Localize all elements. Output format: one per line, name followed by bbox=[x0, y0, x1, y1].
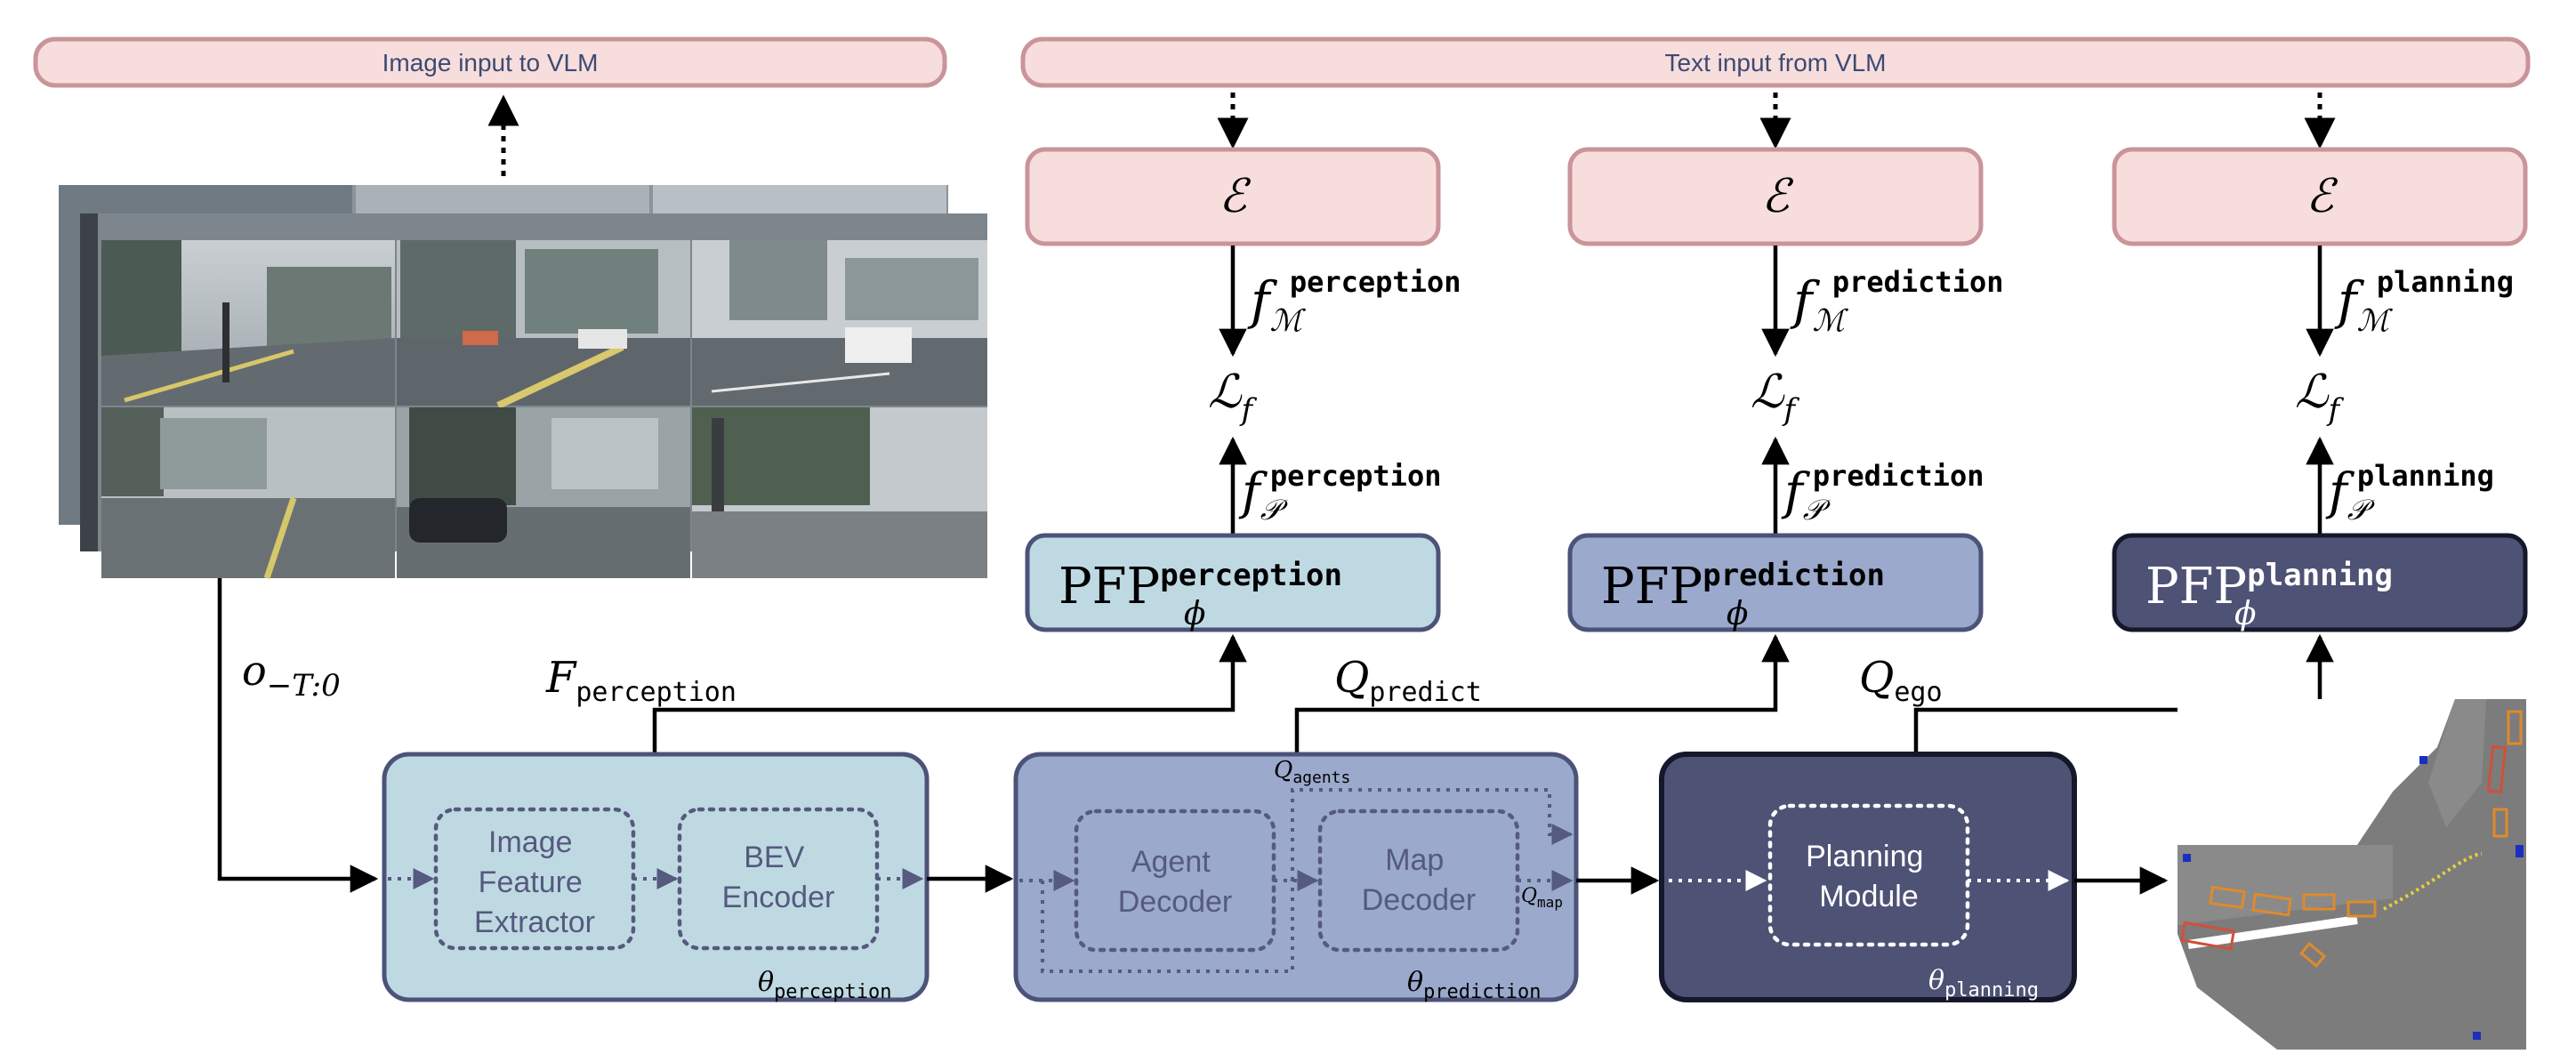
pfp-box bbox=[1025, 533, 1441, 632]
vlm-feature-label: fℳplanning bbox=[2334, 265, 2514, 339]
vlm-feature-label: fℳprediction bbox=[1790, 265, 2003, 339]
theta-prediction: θprediction bbox=[1407, 967, 1542, 1003]
planning-module: Planning Module θplanning bbox=[1659, 752, 2077, 1002]
bev-encoder-label: BEV Encoder bbox=[722, 841, 835, 914]
camera-images bbox=[59, 185, 987, 580]
image-input-label: Image input to VLM bbox=[382, 49, 599, 76]
observation-label: o−T:0 bbox=[242, 647, 341, 704]
encoder-symbol: ℰ bbox=[1761, 170, 1793, 223]
encoder-box bbox=[2112, 147, 2528, 246]
agent-decoder-label: Agent Decoder bbox=[1118, 845, 1233, 919]
camera-front bbox=[397, 240, 690, 409]
perception-module: Image Feature Extractor BEV Encoder θper… bbox=[382, 752, 930, 1003]
loss-label: ℒf bbox=[2295, 366, 2344, 428]
camera-back-left bbox=[101, 407, 395, 580]
prediction-module: Agent Decoder Map Decoder Qagents Qmap θ… bbox=[1013, 752, 1579, 1003]
query-label: Qpredict bbox=[1334, 653, 1482, 708]
encoder-box bbox=[1025, 147, 1441, 246]
camera-front-right bbox=[692, 240, 987, 406]
pfp-box bbox=[1567, 533, 1984, 632]
bev-map-output bbox=[2178, 699, 2526, 1050]
module-to-pfp-arrow bbox=[1294, 633, 1790, 754]
encoder-symbol: ℰ bbox=[2306, 170, 2338, 223]
theta-planning: θplanning bbox=[1928, 965, 2039, 1002]
module-to-pfp-arrow bbox=[652, 633, 1247, 754]
planning-inner-label: Planning Module bbox=[1806, 840, 1932, 913]
pfp-box bbox=[2112, 533, 2528, 632]
pfp-feature-label: f𝒫perception bbox=[1238, 459, 1441, 527]
encoder-symbol: ℰ bbox=[1219, 170, 1251, 223]
camera-back bbox=[397, 407, 690, 578]
image-input-banner: Image input to VLM bbox=[33, 36, 947, 88]
pfp-feature-label: f𝒫planning bbox=[2325, 459, 2494, 527]
theta-perception: θperception bbox=[758, 967, 892, 1003]
vlm-feature-label: fℳperception bbox=[1247, 265, 1461, 339]
loss-label: ℒf bbox=[1751, 366, 1799, 428]
text-input-banner: Text input from VLM bbox=[1020, 36, 2531, 88]
q-map-label: Qmap bbox=[1521, 885, 1563, 911]
camera-front-left bbox=[101, 240, 395, 406]
observation-arrow bbox=[217, 578, 379, 893]
map-decoder-label: Map Decoder bbox=[1362, 843, 1477, 917]
query-label: Qego bbox=[1859, 653, 1943, 708]
image-feature-extractor-label: Image Feature Extractor bbox=[474, 825, 595, 939]
camera-back-right bbox=[692, 407, 987, 578]
query-label: Fperception bbox=[545, 653, 737, 708]
encoder-box bbox=[1567, 147, 1984, 246]
pfp-feature-label: f𝒫prediction bbox=[1781, 459, 1984, 527]
module-to-pfp-arrow bbox=[1913, 633, 2334, 754]
planning-inner-box bbox=[1767, 803, 1970, 947]
q-agents-label: Qagents bbox=[1274, 757, 1350, 787]
text-input-label: Text input from VLM bbox=[1665, 49, 1887, 76]
loss-label: ℒf bbox=[1208, 366, 1257, 428]
